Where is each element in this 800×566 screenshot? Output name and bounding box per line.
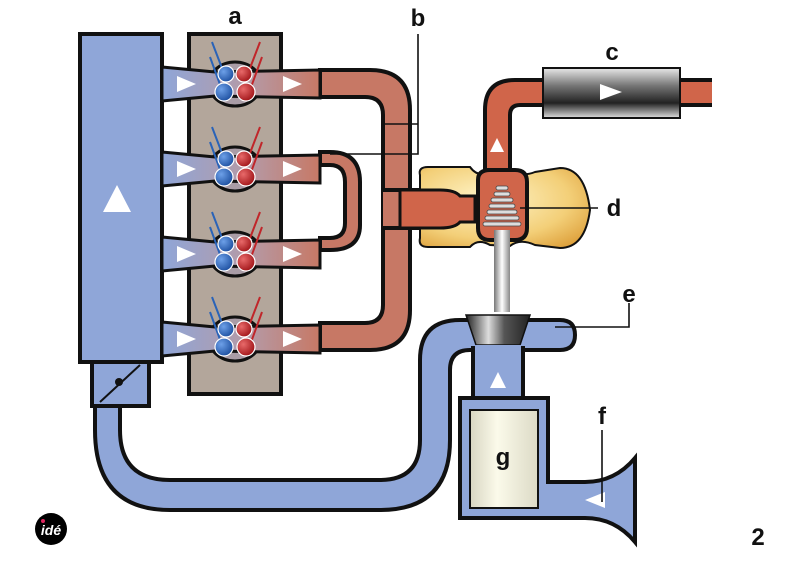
leader-lines — [330, 34, 630, 502]
label-b: b — [411, 5, 426, 32]
exhaust-valve-icon — [235, 235, 253, 253]
arrow-right-icon — [177, 331, 196, 347]
air-filter — [469, 409, 539, 509]
exhaust-valve-stem — [249, 141, 263, 176]
intake-valve-icon — [217, 320, 235, 338]
exhaust-valve-stem — [249, 311, 263, 346]
exhaust-valve-stem — [249, 226, 263, 261]
intake-valve-icon — [214, 337, 234, 357]
label-e: e — [622, 281, 635, 308]
publisher-logo: idé — [35, 513, 67, 545]
intake-valve-icon — [217, 150, 235, 168]
arrow-up-icon — [103, 185, 131, 212]
exhaust-valve-icon — [236, 82, 256, 102]
intake-valve-icon — [214, 252, 234, 272]
exhaust-valve-stem — [249, 56, 263, 91]
label-f: f — [598, 403, 607, 430]
intake-valve-icon — [214, 167, 234, 187]
cylinders — [160, 41, 322, 363]
figure-number: 2 — [751, 524, 764, 551]
label-d: d — [607, 195, 622, 222]
arrow-down-icon — [398, 385, 412, 399]
turbo-shaft — [494, 230, 510, 312]
label-a: a — [228, 3, 242, 30]
intake-return-pipe — [93, 318, 578, 512]
arrow-right-icon — [283, 161, 302, 177]
arrow-right-icon — [283, 246, 302, 262]
turbine-housing — [398, 166, 592, 250]
exhaust-valve-icon — [236, 167, 256, 187]
throttle-body — [90, 358, 151, 408]
arrow-right-icon — [283, 76, 302, 92]
tailpipe — [680, 80, 712, 105]
arrow-left-icon — [306, 458, 326, 474]
arrow-up-icon — [490, 138, 504, 152]
compressor-wheel-icon — [464, 314, 532, 346]
logo-text: idé — [41, 522, 61, 538]
cylinder-2 — [160, 126, 322, 193]
exhaust-valve-icon — [235, 150, 253, 168]
cylinder-3 — [160, 211, 322, 278]
arrow-left-icon — [196, 458, 216, 474]
arrow-right-icon — [177, 76, 196, 92]
intake-valve-icon — [214, 82, 234, 102]
arrow-up-icon — [490, 372, 506, 388]
intake-valve-icon — [217, 235, 235, 253]
intake-valve-icon — [217, 65, 235, 83]
turbine-wheel-icon — [482, 185, 522, 227]
label-g: g — [496, 444, 511, 471]
air-filter-box — [458, 396, 637, 548]
arrow-right-icon — [177, 161, 196, 177]
arrow-right-icon — [600, 84, 622, 100]
cylinder-4 — [160, 296, 322, 363]
exhaust-valve-icon — [235, 65, 253, 83]
intake-pipe-shape — [93, 318, 578, 512]
label-c: c — [605, 39, 618, 66]
intake-duct — [471, 345, 525, 400]
arrow-right-icon — [283, 331, 302, 347]
arrow-right-icon — [177, 246, 196, 262]
exhaust-valve-icon — [236, 337, 256, 357]
exhaust-valve-icon — [235, 320, 253, 338]
exhaust-valve-icon — [236, 252, 256, 272]
cylinder-1 — [160, 41, 322, 108]
arrow-left-icon — [585, 492, 605, 508]
